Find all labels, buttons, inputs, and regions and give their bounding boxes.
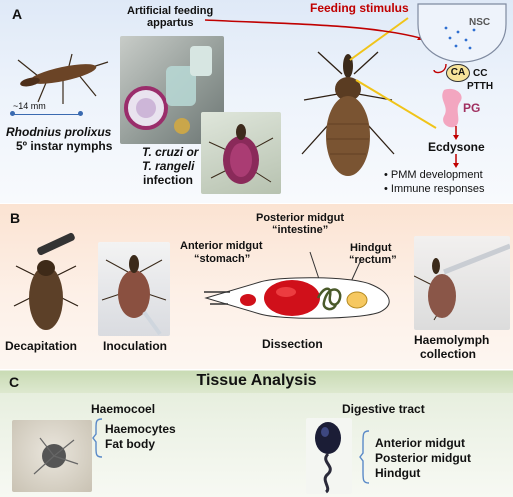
digestive-items: Anterior midgut Posterior midgut Hindgut	[375, 436, 471, 481]
infection-label-line3: infection	[143, 173, 193, 187]
outcome-pmm: PMM development	[390, 169, 483, 181]
digestive-title: Digestive tract	[342, 402, 425, 416]
gut-schematic	[204, 251, 390, 319]
posterior-label-line2: “intestine”	[272, 224, 329, 236]
decapitation-illustration	[13, 232, 79, 330]
ca-label: CA	[450, 67, 466, 78]
step-dissection: Dissection	[262, 337, 323, 351]
infection-label-line1: T. cruzi or	[142, 145, 199, 159]
pg-label: PG	[463, 101, 481, 115]
haemocoel-title: Haemocoel	[91, 402, 156, 416]
cc-label: CC	[473, 68, 488, 79]
brain-schematic	[417, 3, 507, 74]
panel-c-letter: C	[9, 374, 20, 390]
haemocyte-photo	[12, 420, 92, 492]
haemolymph-label-line1: Haemolymph	[414, 333, 490, 347]
infected-bug-photo	[201, 112, 281, 194]
panel-b-letter: B	[10, 210, 21, 226]
arrow-to-ecdysone	[453, 126, 459, 140]
haemocoel-item-fat-body: Fat body	[105, 437, 155, 451]
feeding-stimulus-arrow	[204, 19, 428, 41]
anterior-label-line1: Anterior midgut	[180, 240, 263, 252]
ptth-label: PTTH	[467, 81, 494, 92]
digestive-item-hindgut: Hindgut	[375, 466, 421, 480]
outcome-item: • Immune responses	[384, 183, 485, 195]
digestive-item-anterior: Anterior midgut	[375, 436, 465, 450]
scale-bar-end	[78, 111, 83, 116]
panel-a-letter: A	[12, 6, 23, 22]
outcome-immune: Immune responses	[390, 183, 485, 195]
pointer-lines	[349, 17, 437, 129]
rhodnius-nymph-illustration	[17, 53, 109, 104]
species-name: Rhodnius prolixus	[6, 125, 112, 139]
feeding-label-line1: Artificial feeding	[127, 5, 214, 17]
outcome-item: • PMM development	[384, 169, 483, 181]
digestive-item-posterior: Posterior midgut	[375, 451, 472, 465]
tissue-analysis-bar	[0, 371, 513, 393]
infection-label-line2: T. rangeli	[142, 159, 195, 173]
scale-bar	[12, 114, 82, 115]
scale-label: ~14 mm	[13, 101, 46, 111]
hindgut-label-line2: “rectum”	[349, 254, 397, 266]
feeding-apparatus-photo	[120, 36, 224, 144]
prothoracic-gland-shape	[442, 88, 462, 128]
scale-bar-end	[10, 111, 15, 116]
ecdysone-label: Ecdysone	[428, 140, 485, 154]
outcome-list: • PMM development • Immune responses	[384, 168, 484, 196]
haemolymph-label-line2: collection	[420, 347, 477, 361]
haemocoel-item-haemocytes: Haemocytes	[105, 422, 176, 436]
posterior-label-line1: Posterior midgut	[256, 212, 345, 224]
haemocoel-bracket	[92, 418, 103, 458]
anterior-label-line2: “stomach”	[194, 253, 251, 265]
haemocoel-items: Haemocytes Fat body	[105, 422, 176, 452]
hindgut-label-line1: Hindgut	[350, 242, 392, 254]
arrow-to-outcomes	[453, 154, 459, 168]
tissue-analysis-title: Tissue Analysis	[196, 372, 317, 389]
feeding-stimulus-label: Feeding stimulus	[310, 1, 409, 15]
feeding-label-line2: appartus	[147, 17, 194, 29]
inoculation-photo	[98, 242, 170, 336]
step-inoculation: Inoculation	[103, 339, 167, 353]
species-stage: 5º instar nymphs	[16, 139, 113, 153]
fed-nymph-illustration	[301, 51, 395, 176]
digestive-tract-photo	[306, 418, 352, 494]
haemolymph-photo	[414, 236, 510, 330]
step-decapitation: Decapitation	[5, 339, 78, 353]
nsc-label: NSC	[469, 17, 491, 28]
ca-gland: CA	[446, 64, 470, 82]
digestive-bracket	[359, 430, 370, 484]
